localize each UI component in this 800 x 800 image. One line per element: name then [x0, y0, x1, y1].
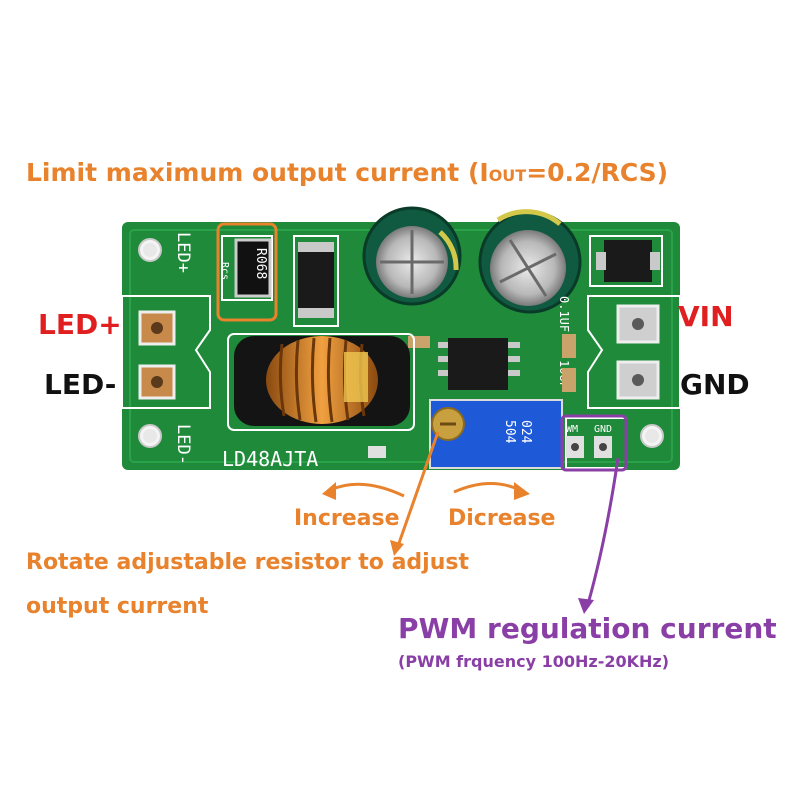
svg-text:R068: R068: [253, 248, 268, 279]
rotate-instruction-line2: output current: [26, 594, 209, 619]
pwm-pointer-arrow: [586, 457, 620, 605]
svg-text:GND: GND: [594, 424, 612, 435]
limit-suffix: =0.2/RCS): [526, 158, 669, 187]
increase-arrow: [329, 482, 405, 498]
svg-text:Rcs: Rcs: [219, 262, 230, 280]
led-minus-label: LED-: [44, 368, 117, 401]
svg-text:LED-: LED-: [173, 424, 193, 465]
vin-label: VIN: [678, 300, 734, 333]
svg-text:LED+: LED+: [173, 232, 193, 273]
rotate-instruction-line1: Rotate adjustable resistor to adjust: [26, 550, 469, 575]
svg-text:LD48AJTA: LD48AJTA: [222, 447, 318, 471]
increase-label: Increase: [294, 506, 400, 531]
pwm-frequency: (PWM frquency 100Hz-20KHz): [398, 652, 670, 671]
svg-text:024: 024: [518, 420, 533, 444]
pot-pointer-arrow: [396, 431, 440, 547]
svg-text:504: 504: [502, 420, 517, 444]
dicrease-arrow: [453, 481, 521, 494]
dicrease-label: Dicrease: [448, 506, 556, 531]
gnd-label: GND: [680, 368, 750, 401]
limit-current-title: Limit maximum output current (IOUT=0.2/R…: [26, 158, 668, 187]
limit-prefix: Limit maximum output current (: [26, 158, 480, 187]
svg-text:WM: WM: [566, 424, 578, 435]
rcs-highlight-box: [216, 222, 278, 322]
limit-i: I: [479, 158, 489, 187]
svg-text:0.1UF: 0.1UF: [557, 296, 571, 332]
limit-out: OUT: [488, 166, 527, 185]
pwm-highlight-box: [560, 414, 628, 472]
led-plus-label: LED+: [38, 308, 122, 341]
pwm-title: PWM regulation current: [398, 612, 777, 645]
